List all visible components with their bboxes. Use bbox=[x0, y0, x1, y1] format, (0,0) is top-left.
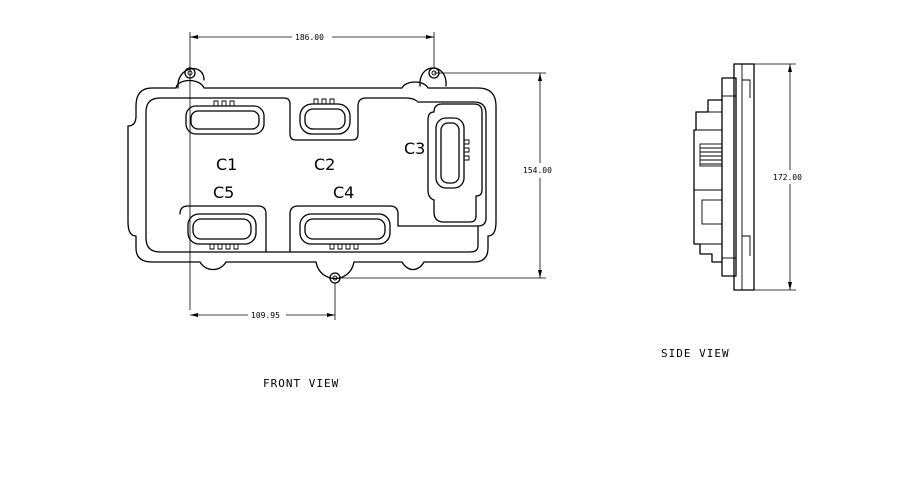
side-body bbox=[721, 77, 737, 277]
mount-ear-top-right bbox=[419, 67, 447, 87]
connector-c5 bbox=[179, 205, 267, 253]
front-view-label: FRONT VIEW bbox=[263, 377, 339, 390]
label-c1: C1 bbox=[216, 155, 237, 174]
side-view-label: SIDE VIEW bbox=[661, 347, 730, 360]
connector-c1 bbox=[185, 100, 265, 135]
housing-inner-outline bbox=[145, 97, 487, 253]
dimension-offset-bottom: 109.95 bbox=[190, 283, 336, 320]
dimension-height-front-value: 154.00 bbox=[523, 166, 552, 175]
connector-c3 bbox=[435, 117, 470, 189]
label-c5: C5 bbox=[213, 183, 234, 202]
connector-c4 bbox=[289, 205, 479, 253]
label-c2: C2 bbox=[314, 155, 335, 174]
side-connectors bbox=[693, 99, 723, 263]
dimension-height-side: 172.00 bbox=[754, 63, 802, 291]
dimension-height-front: 154.00 bbox=[340, 72, 552, 279]
dimension-width-top-value: 186.00 bbox=[295, 33, 324, 42]
dimension-offset-bottom-value: 109.95 bbox=[251, 311, 280, 320]
side-view: 172.00 SIDE VIEW bbox=[661, 63, 802, 360]
c3-pocket bbox=[427, 103, 483, 223]
dimension-height-side-value: 172.00 bbox=[773, 173, 802, 182]
connector-c2 bbox=[299, 98, 351, 135]
mount-hole-bottom-inner bbox=[332, 275, 338, 281]
housing-outline bbox=[127, 79, 497, 279]
front-view: C1 C2 C3 C4 C5 186.00 154.00 bbox=[127, 32, 552, 390]
dimension-width-top: 186.00 bbox=[189, 32, 435, 310]
label-c4: C4 bbox=[333, 183, 354, 202]
side-plate bbox=[733, 63, 755, 291]
side-latch bbox=[699, 143, 723, 167]
label-c3: C3 bbox=[404, 139, 425, 158]
